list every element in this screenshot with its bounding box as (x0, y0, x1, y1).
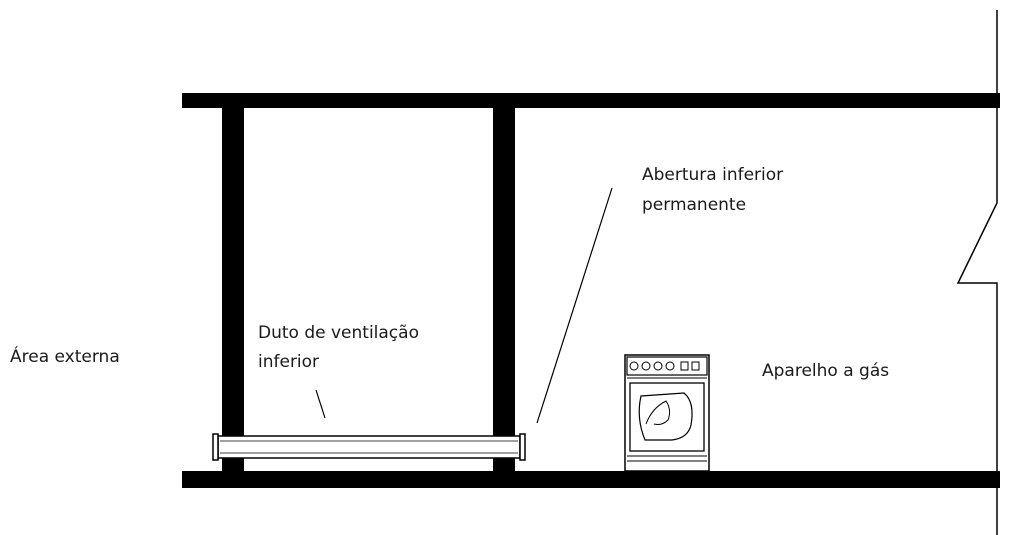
top-wall (182, 93, 1000, 108)
duct-left-cap (212, 433, 219, 461)
stove-control (680, 361, 689, 371)
appliance-label: Aparelho a gás (762, 361, 889, 381)
duct-label-line2: inferior (258, 352, 319, 372)
ventilation-duct (212, 433, 526, 461)
left-wall (222, 93, 244, 488)
stove-control (691, 361, 700, 371)
duct-right-cap (519, 433, 526, 461)
opening-label-line1: Abertura inferior (642, 165, 783, 185)
gas-stove-icon (624, 354, 710, 472)
duct-leader-line (315, 389, 326, 419)
duct-label-line1: Duto de ventilação (258, 323, 419, 343)
stove-knob (641, 361, 651, 371)
outside-area-label: Área externa (10, 345, 120, 367)
opening-leader-line (536, 187, 613, 424)
stove-knob (629, 361, 639, 371)
oven-handle-curve (645, 400, 671, 425)
stove-knob (653, 361, 663, 371)
stove-knob (665, 361, 675, 371)
bottom-wall (182, 471, 1000, 488)
right-break-line (956, 10, 998, 535)
middle-wall (493, 93, 515, 488)
opening-label-line2: permanente (642, 195, 746, 215)
oven-window (638, 392, 693, 441)
duct-pipe (217, 435, 521, 459)
